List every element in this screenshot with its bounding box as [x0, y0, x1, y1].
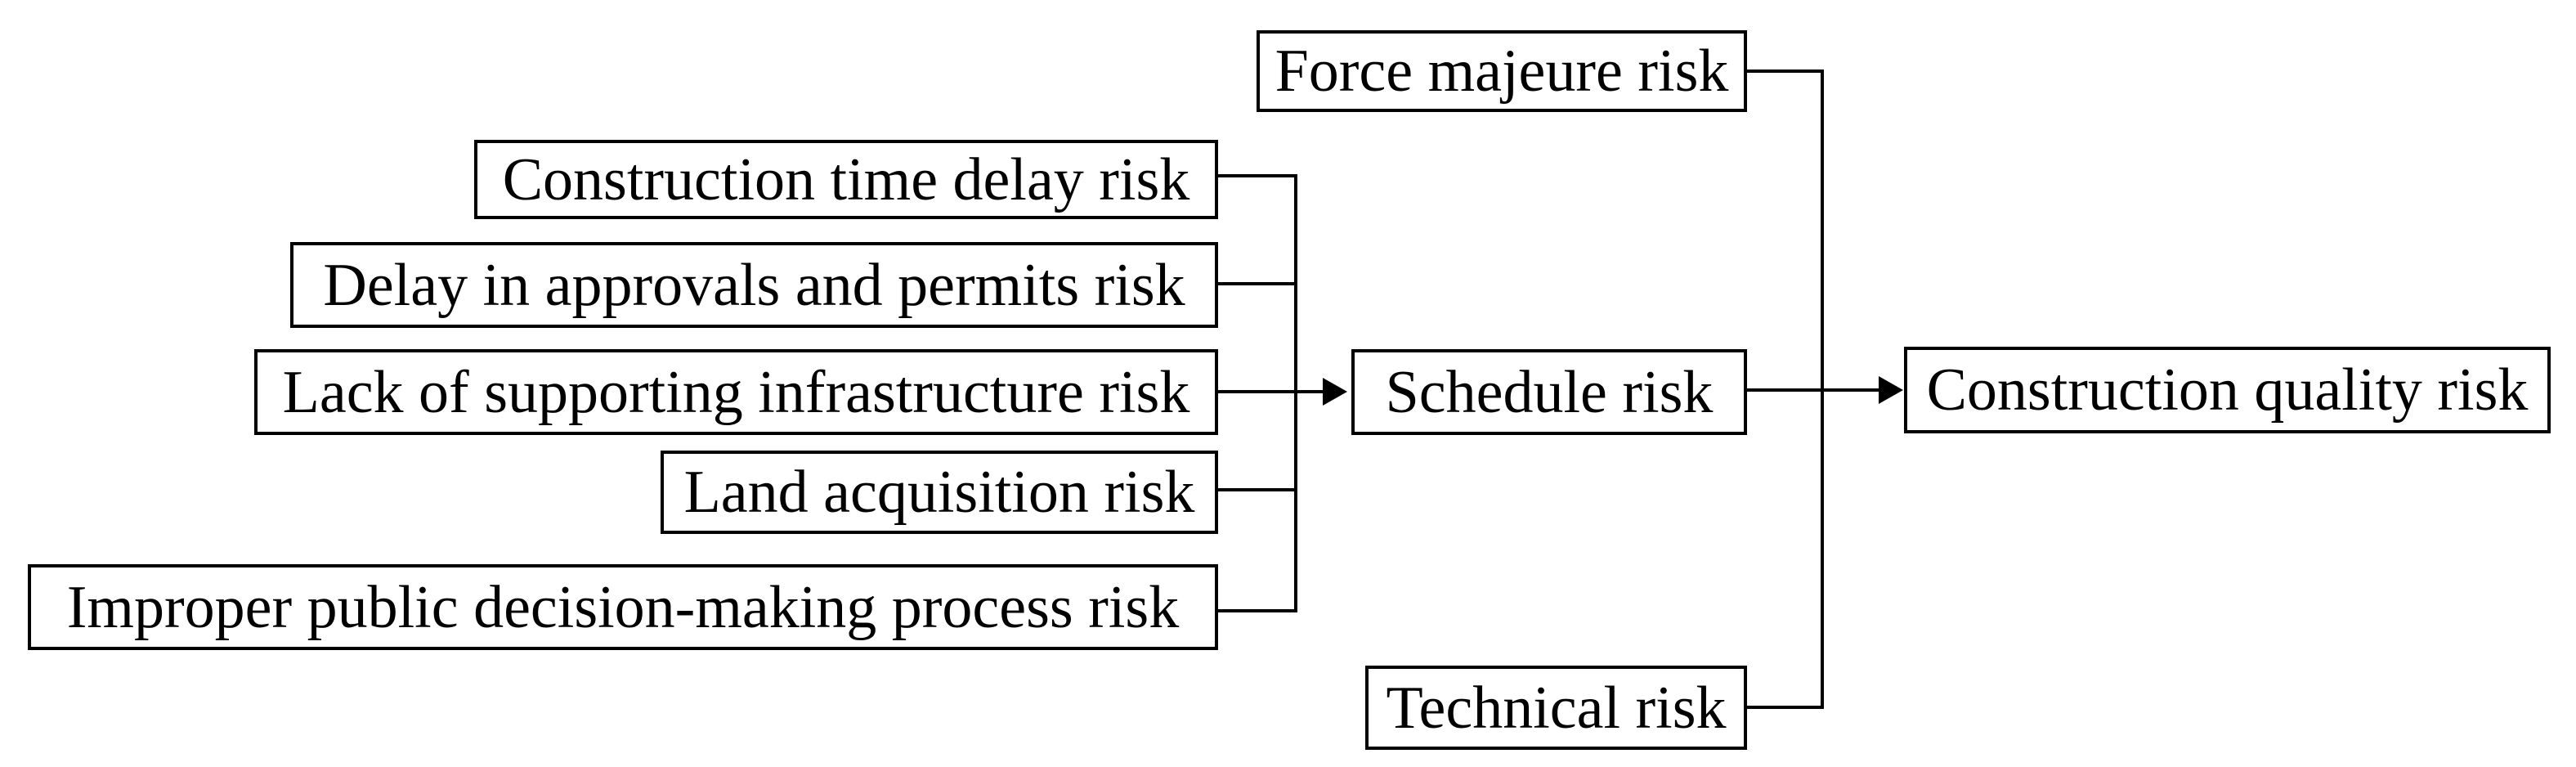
arrowhead-to-schedule-risk [1323, 378, 1347, 406]
node-construction-time-delay-risk: Construction time delay risk [474, 140, 1218, 219]
node-improper-public-decision-making-risk: Improper public decision-making process … [28, 564, 1218, 650]
node-label: Delay in approvals and permits risk [323, 251, 1185, 319]
node-schedule-risk: Schedule risk [1351, 349, 1747, 435]
node-label: Force majeure risk [1275, 38, 1729, 105]
node-technical-risk: Technical risk [1365, 666, 1747, 750]
node-label: Lack of supporting infrastructure risk [282, 358, 1190, 426]
node-label: Construction quality risk [1926, 357, 2529, 424]
node-construction-quality-risk: Construction quality risk [1904, 347, 2551, 433]
node-label: Construction time delay risk [502, 146, 1190, 213]
node-label: Land acquisition risk [683, 459, 1195, 526]
node-label: Schedule risk [1385, 358, 1714, 426]
node-label: Technical risk [1386, 674, 1727, 742]
node-force-majeure-risk: Force majeure risk [1257, 30, 1747, 112]
node-delay-in-approvals-risk: Delay in approvals and permits risk [290, 242, 1218, 328]
node-lack-of-supporting-infrastructure-risk: Lack of supporting infrastructure risk [254, 349, 1218, 435]
node-land-acquisition-risk: Land acquisition risk [661, 451, 1218, 534]
node-label: Improper public decision-making process … [66, 573, 1180, 641]
arrowhead-to-construction-quality-risk [1879, 376, 1903, 404]
